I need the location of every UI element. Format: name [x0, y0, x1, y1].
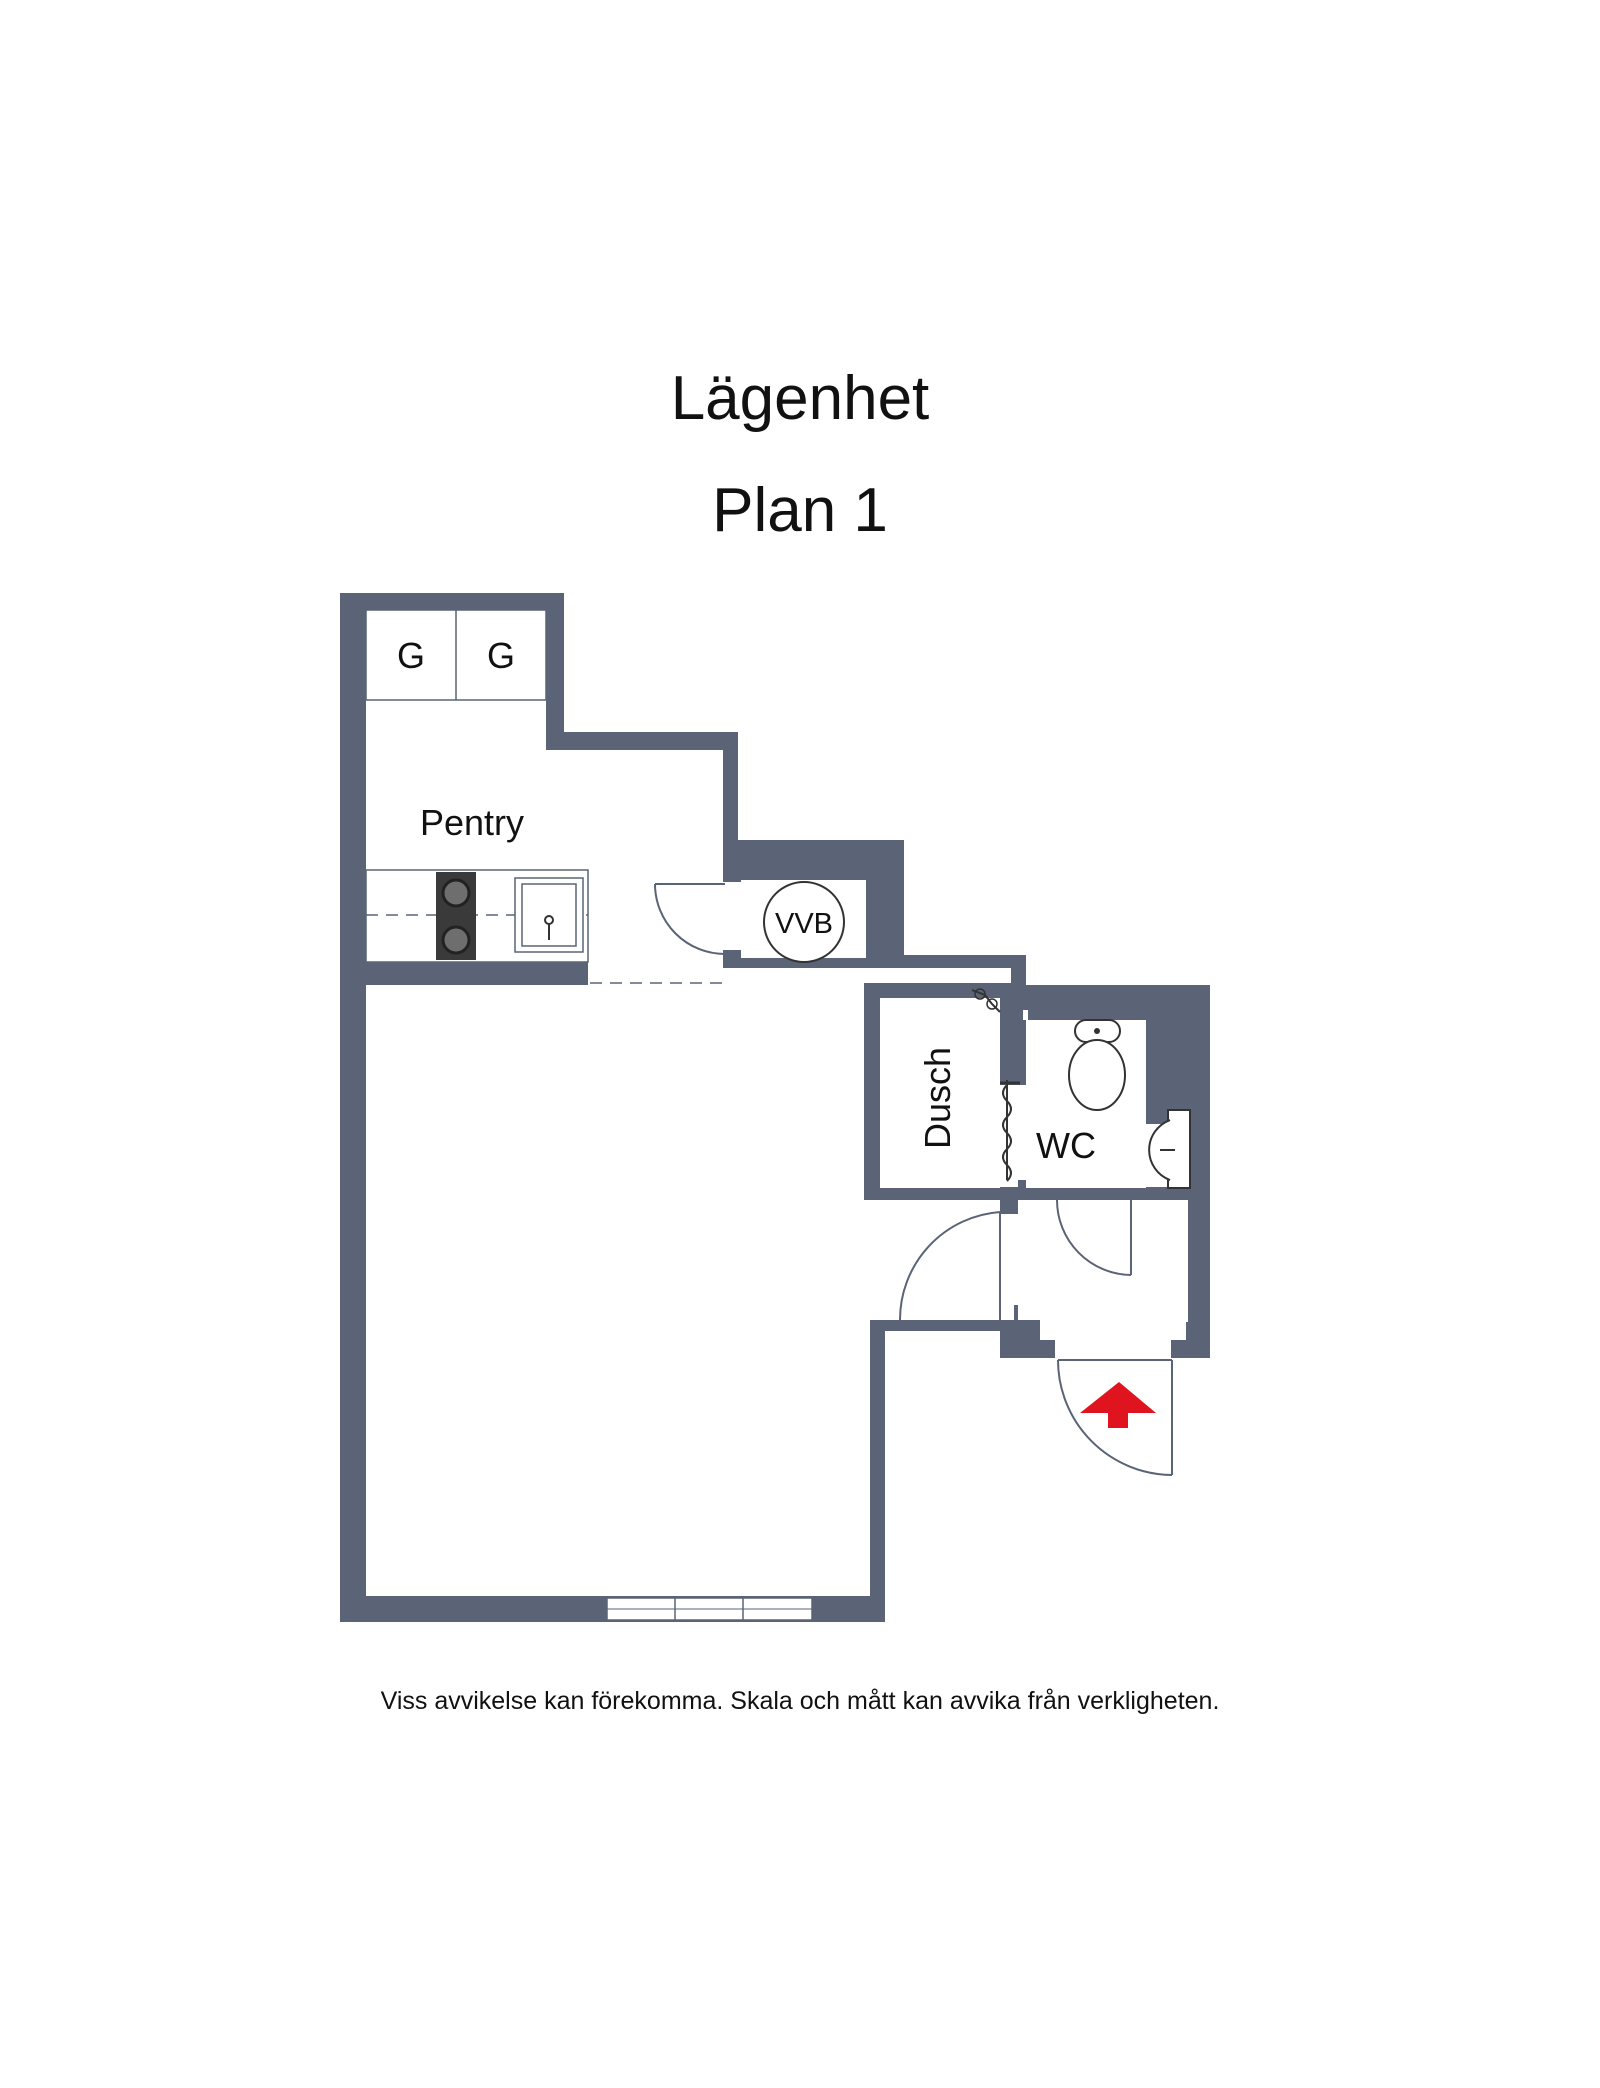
stove-burner-1 — [441, 878, 471, 908]
dusch-label: Dusch — [917, 1047, 958, 1149]
hallway — [1018, 1200, 1188, 1322]
wc-wall-stub — [1011, 1020, 1026, 1082]
shower-icon — [971, 988, 1020, 1182]
page-subtitle: Plan 1 — [712, 476, 888, 545]
vvb-label: VVB — [775, 908, 833, 940]
garderob-label-2: G — [487, 635, 515, 676]
entrance-door — [1057, 1359, 1173, 1476]
wc-label: WC — [1036, 1125, 1096, 1166]
page-title: Lägenhet — [670, 364, 930, 433]
entrance-opening — [1055, 1340, 1171, 1360]
dusch-room — [880, 998, 1000, 1188]
stove-burner-2 — [441, 925, 471, 955]
vvb-door — [654, 883, 726, 955]
main-room-door — [898, 1211, 1001, 1321]
wc-door — [1056, 1199, 1132, 1276]
disclaimer: Viss avvikelse kan förekomma. Skala och … — [380, 1687, 1220, 1715]
entrance-arrow-icon — [1080, 1382, 1156, 1428]
hallway-right-wall — [1188, 1200, 1210, 1358]
hallway-left-wall-bottom — [1000, 1320, 1040, 1358]
toilet-icon — [1068, 1019, 1126, 1111]
pentry-label: Pentry — [420, 802, 524, 843]
garderob-label-1: G — [397, 635, 425, 676]
washbasin-icon — [1148, 1109, 1191, 1189]
vvb-icon — [763, 881, 845, 963]
vvb-closet-left-wall-bottom — [723, 950, 741, 968]
vvb-closet-left-wall-top — [723, 872, 741, 882]
window-icon — [606, 1597, 813, 1621]
pentry-wall-segment — [366, 962, 588, 985]
wc-outer-wall — [1150, 985, 1210, 1110]
hallway-left-wall-top — [1000, 1200, 1018, 1214]
